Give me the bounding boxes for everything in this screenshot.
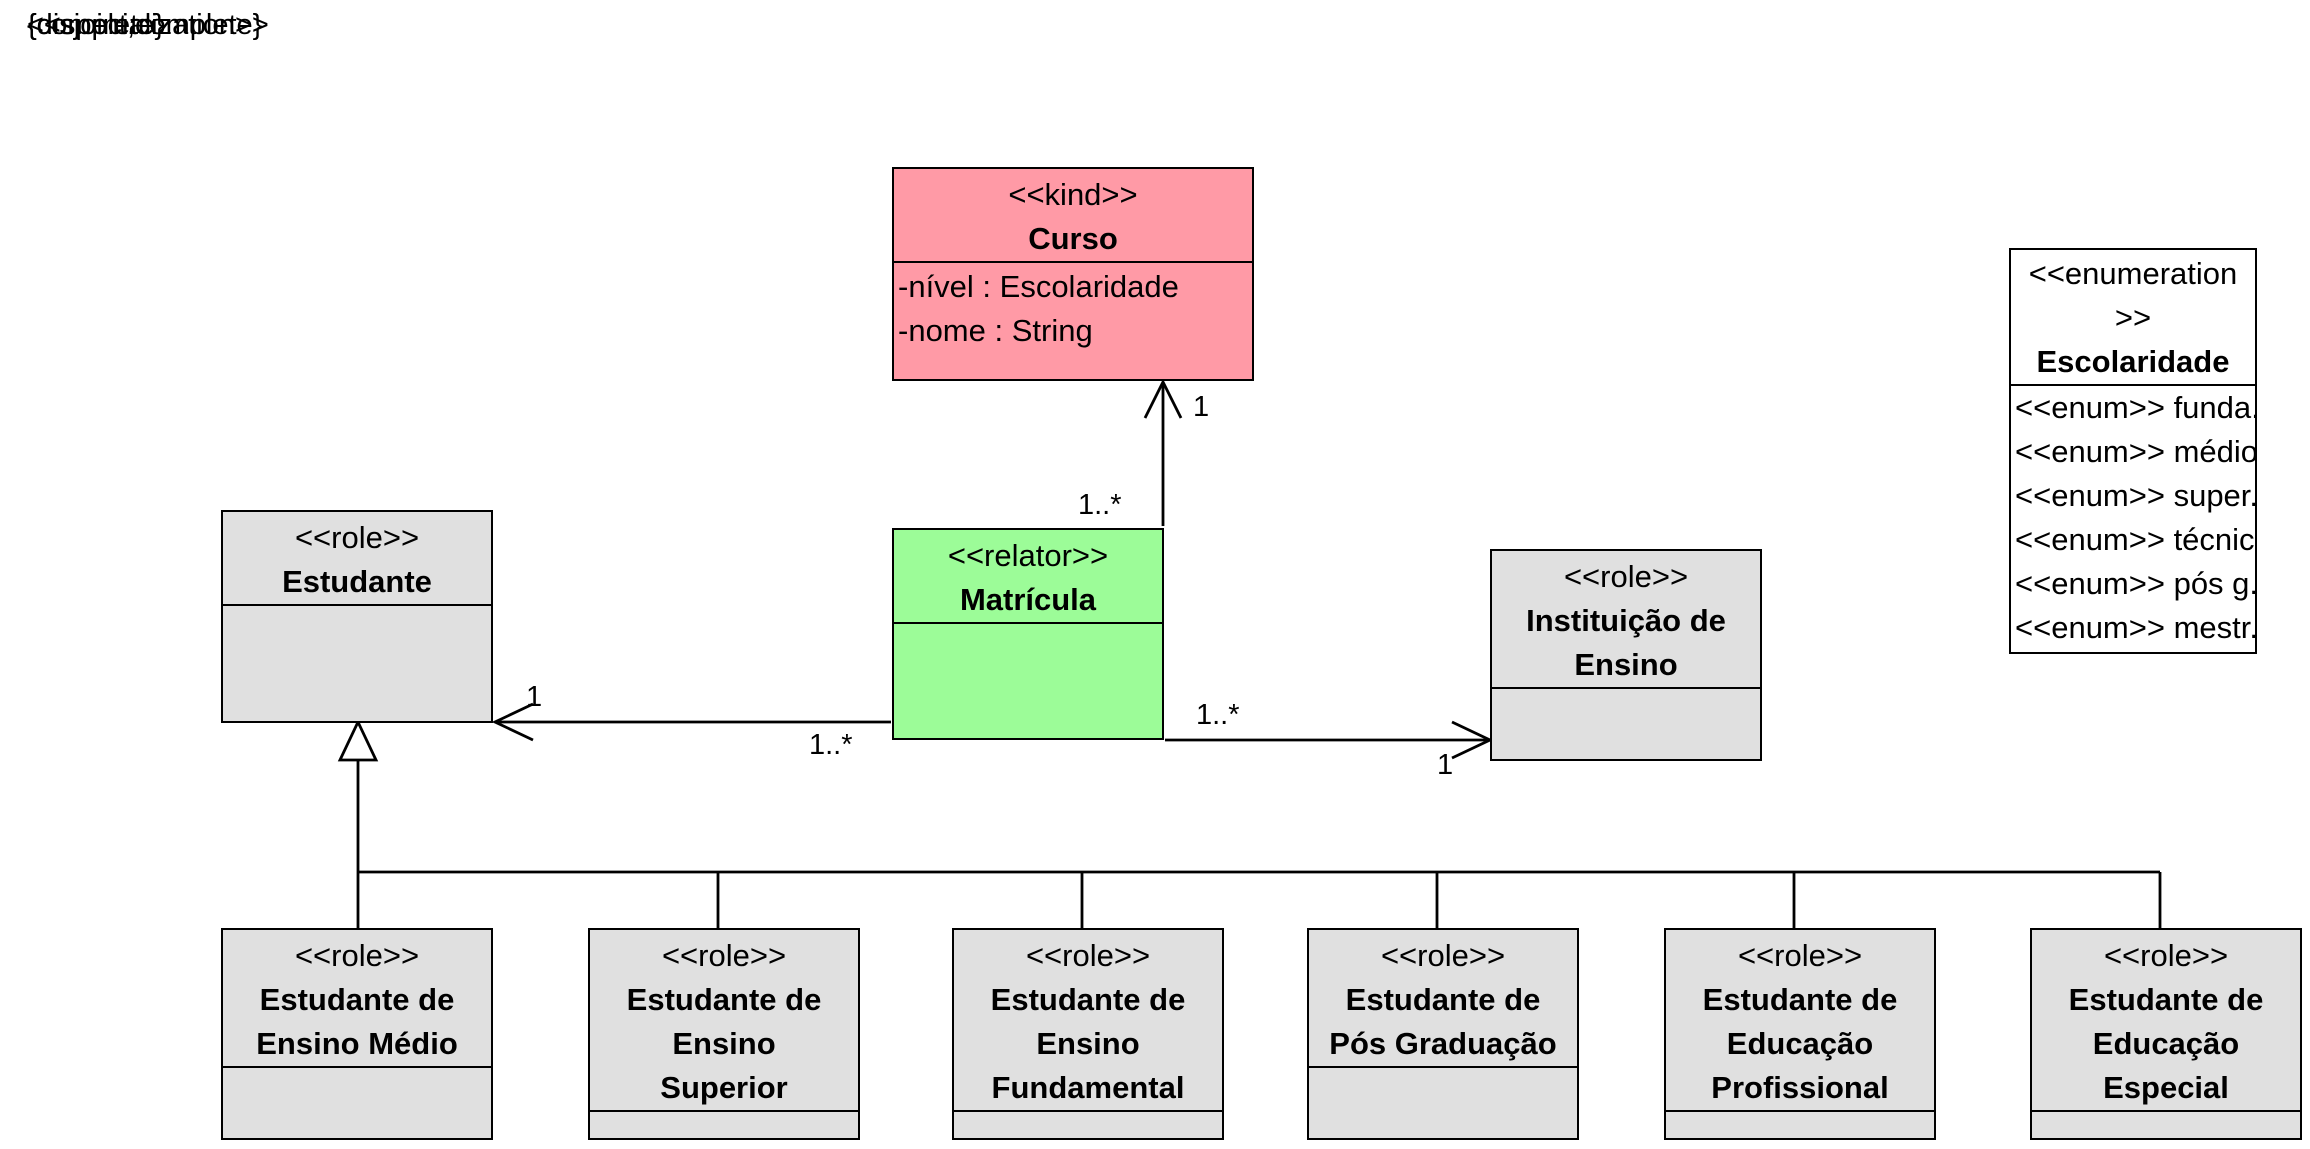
class-estudante-ensino-fundamental[interactable]: <<role>> Estudante de Ensino Fundamental (952, 928, 1224, 1140)
class-name: Instituição de Ensino (1526, 603, 1726, 682)
class-divider (2032, 1110, 2300, 1112)
class-divider (590, 1110, 858, 1112)
class-divider (223, 1066, 491, 1068)
class-header: <<role>> Estudante de Educação Especial (2032, 930, 2300, 1110)
class-stereotype: <<role>> (2103, 938, 2229, 973)
multiplicity-matricula-instituicao-end: 1..* (1196, 699, 1240, 731)
multiplicity-estudante-end: 1 (526, 681, 543, 713)
multiplicity-curso-end: 1 (1193, 391, 1210, 423)
class-stereotype: <<role>> (1563, 559, 1689, 594)
class-divider (2011, 384, 2255, 386)
class-name: Matrícula (959, 582, 1097, 617)
multiplicity-matricula-curso-end: 1..* (1078, 489, 1122, 521)
class-estudante-educacao-profissional[interactable]: <<role>> Estudante de Educação Profissio… (1664, 928, 1936, 1140)
class-name: Escolaridade (2036, 344, 2230, 379)
class-name: Estudante de Ensino Médio (256, 982, 458, 1061)
class-stereotype: <<kind>> (1008, 177, 1138, 212)
assoc-arrowhead-curso (1143, 378, 1183, 419)
class-header: <<role>> Estudante (223, 512, 491, 604)
class-estudante-educacao-especial[interactable]: <<role>> Estudante de Educação Especial (2030, 928, 2302, 1140)
generalization-set-stereotype: <<specialization>> (27, 9, 269, 41)
class-divider (954, 1110, 1222, 1112)
class-stereotype: <<role>> (1737, 938, 1863, 973)
class-estudante[interactable]: <<role>> Estudante (221, 510, 493, 723)
enum-literal: <<enum>> super... (2015, 478, 2255, 513)
class-name: Estudante de Ensino Superior (626, 982, 822, 1105)
attribute: -nível : Escolaridade (898, 269, 1179, 304)
generalization-set-label: {disjoint,complete} (27, 9, 263, 41)
class-name: Estudante de Pós Graduação (1329, 982, 1557, 1061)
class-name: Curso (1028, 221, 1118, 256)
generalization-triangle (337, 718, 379, 762)
class-name: Estudante de Educação Profissional (1702, 982, 1898, 1105)
class-header: <<kind>> Curso (894, 169, 1252, 261)
class-stereotype: <<role>> (294, 938, 420, 973)
enum-literal: <<enum>> pós g... (2015, 566, 2255, 601)
attribute: -nome : String (898, 313, 1093, 348)
enum-literal: <<enum>> mestr... (2015, 610, 2255, 645)
class-curso[interactable]: <<kind>> Curso -nível : Escolaridade -no… (892, 167, 1254, 381)
class-stereotype: <<role>> (661, 938, 787, 973)
multiplicity-matricula-estudante-end: 1..* (809, 729, 853, 761)
generalization-set-constraint: {complete} (27, 9, 165, 41)
class-estudante-pos-graduacao[interactable]: <<role>> Estudante de Pós Graduação (1307, 928, 1579, 1140)
class-matricula[interactable]: <<relator>> Matrícula (892, 528, 1164, 740)
enum-literal: <<enum>> técnico (2015, 522, 2255, 557)
class-header: <<role>> Estudante de Ensino Médio (223, 930, 491, 1066)
multiplicity-instituicao-end: 1 (1437, 749, 1454, 781)
class-name: Estudante de Educação Especial (2068, 982, 2264, 1105)
class-divider (1666, 1110, 1934, 1112)
class-stereotype: <<role>> (1025, 938, 1151, 973)
class-divider (1309, 1066, 1577, 1068)
assoc-arrowhead-estudante (491, 702, 534, 742)
class-estudante-ensino-medio[interactable]: <<role>> Estudante de Ensino Médio (221, 928, 493, 1140)
class-stereotype: <<role>> (294, 520, 420, 555)
class-name: Estudante de Ensino Fundamental (990, 982, 1186, 1105)
enum-literal: <<enum>> funda... (2015, 390, 2255, 425)
class-header: <<enumeration>> Escolaridade (2011, 250, 2255, 384)
class-name: Estudante (282, 564, 432, 599)
class-divider (894, 622, 1162, 624)
class-header: <<role>> Estudante de Pós Graduação (1309, 930, 1577, 1066)
class-instituicao-de-ensino[interactable]: <<role>> Instituição de Ensino (1490, 549, 1762, 761)
class-divider (894, 261, 1252, 263)
class-divider (223, 604, 491, 606)
class-header: <<role>> Instituição de Ensino (1492, 551, 1760, 687)
class-header: <<relator>> Matrícula (894, 530, 1162, 622)
class-header: <<role>> Estudante de Ensino Fundamental (954, 930, 1222, 1110)
enum-literals: <<enum>> funda... <<enum>> médio <<enum>… (2011, 386, 2255, 652)
class-header: <<role>> Estudante de Ensino Superior (590, 930, 858, 1110)
class-header: <<role>> Estudante de Educação Profissio… (1666, 930, 1934, 1110)
class-stereotype: <<enumeration>> (2028, 256, 2238, 335)
class-attributes: -nível : Escolaridade -nome : String (894, 263, 1252, 355)
enumeration-escolaridade[interactable]: <<enumeration>> Escolaridade <<enum>> fu… (2009, 248, 2257, 654)
class-divider (1492, 687, 1760, 689)
class-stereotype: <<relator>> (947, 538, 1109, 573)
class-stereotype: <<role>> (1380, 938, 1506, 973)
class-estudante-ensino-superior[interactable]: <<role>> Estudante de Ensino Superior (588, 928, 860, 1140)
enum-literal: <<enum>> médio (2015, 434, 2255, 469)
